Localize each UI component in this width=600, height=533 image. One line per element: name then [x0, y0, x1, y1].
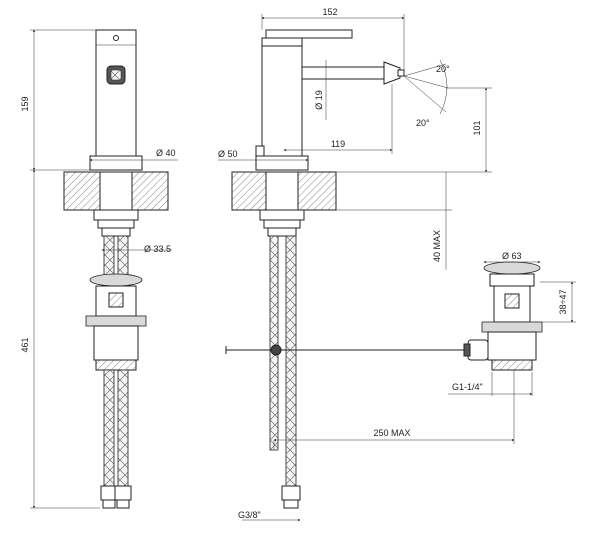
front-hose-end-left — [102, 499, 116, 509]
side-view: 20° 20° 152 Ø 19 Ø 50 119 — [218, 7, 515, 522]
spray-arc — [439, 59, 448, 115]
front-washer — [97, 219, 135, 229]
label-front-height: 159 — [20, 96, 30, 111]
label-angle-bottom: 20° — [416, 118, 430, 128]
front-popup-cap — [89, 273, 143, 287]
side-handle-lever — [265, 29, 353, 39]
front-spout-body — [95, 29, 137, 157]
waste-cap — [483, 261, 541, 275]
waste-cap-rim — [489, 273, 535, 287]
side-aerator-head — [383, 61, 401, 85]
label-reach: 119 — [331, 139, 345, 149]
label-rod-max: 250 MAX — [373, 428, 410, 438]
label-inlet-thread: G3/8" — [238, 510, 261, 520]
front-top-button — [113, 35, 119, 41]
label-pop-height: 38÷47 — [558, 290, 568, 315]
front-base — [89, 155, 143, 171]
front-popup-window — [108, 292, 124, 308]
label-base-diameter: Ø 50 — [218, 149, 238, 159]
label-front-total: 461 — [20, 337, 30, 352]
waste-lower-body — [487, 331, 537, 361]
side-washer-2 — [267, 227, 297, 237]
side-base — [255, 155, 309, 171]
front-view: 159 461 Ø 40 Ø 33.5 — [20, 29, 178, 509]
front-aerator-mesh — [110, 69, 122, 81]
label-deck-max: 40 MAX — [432, 230, 442, 262]
label-waste-thread: G1-1/4" — [452, 382, 483, 392]
rod-pivot-knob — [270, 344, 282, 356]
front-hose-right-upper — [117, 235, 129, 277]
waste-window — [504, 293, 520, 309]
side-base-lip — [255, 145, 265, 157]
label-handle-diameter: Ø 19 — [314, 90, 324, 110]
side-aerator-tip — [397, 69, 405, 77]
front-hose-fitting-right — [114, 485, 132, 501]
waste-rod-nut — [463, 343, 471, 357]
front-hose-right — [117, 369, 129, 487]
side-spout-arm — [301, 66, 385, 80]
side-hose-fitting — [281, 485, 301, 501]
front-deck-hole — [99, 171, 133, 211]
waste-rod-connector — [467, 339, 489, 361]
spray-line-top — [403, 63, 447, 77]
spray-line-center — [403, 75, 449, 89]
waste-flange — [481, 321, 543, 333]
side-handle-cap — [261, 37, 303, 47]
label-tube-diameter: Ø 33.5 — [144, 244, 171, 254]
label-spray-height: 101 — [472, 120, 482, 135]
label-spout-diameter: Ø 40 — [156, 148, 176, 158]
side-body — [261, 44, 303, 157]
front-hose-end-right — [116, 499, 130, 509]
side-hose-back — [285, 235, 297, 487]
front-waste-flange — [85, 315, 147, 327]
waste-thread — [491, 359, 533, 371]
side-mount-nut — [259, 209, 305, 221]
front-washer-2 — [101, 227, 131, 237]
popup-waste-view: Ø 63 38÷47 G1-1/4" — [448, 251, 576, 396]
spray-line-bottom — [403, 75, 447, 113]
label-side-length: 152 — [322, 7, 337, 17]
label-pop-diameter: Ø 63 — [502, 251, 522, 261]
side-hose-end — [283, 499, 299, 509]
front-hose-left-upper — [103, 235, 115, 277]
label-angle-top: 20° — [436, 64, 450, 74]
front-waste-body — [93, 325, 139, 361]
side-hose-front — [269, 235, 279, 451]
front-waste-thread — [95, 359, 137, 371]
side-washer — [263, 219, 301, 229]
side-deck-hole — [265, 171, 299, 211]
front-hose-left — [103, 369, 115, 487]
front-mount-nut — [93, 209, 139, 221]
